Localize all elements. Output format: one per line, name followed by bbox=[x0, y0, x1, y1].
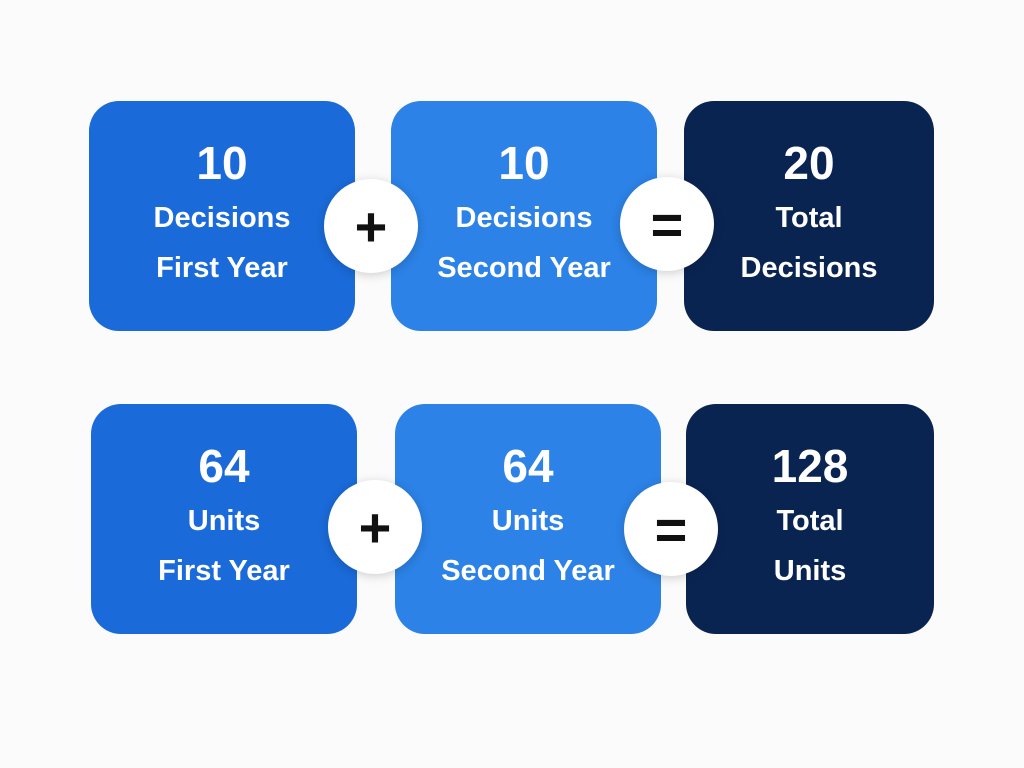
card-value: 10 bbox=[196, 137, 248, 189]
first-year-units-card: 64 Units First Year bbox=[91, 404, 357, 634]
card-label-line2: First Year bbox=[158, 555, 290, 587]
second-year-decisions-card: 10 Decisions Second Year bbox=[391, 101, 657, 331]
card-value: 64 bbox=[198, 440, 250, 492]
card-label-line2: Second Year bbox=[437, 252, 611, 284]
equals-operator: = bbox=[620, 177, 714, 271]
card-label-line2: Decisions bbox=[740, 252, 878, 284]
card-label-line2: First Year bbox=[156, 252, 288, 284]
card-value: 20 bbox=[783, 137, 835, 189]
second-year-units-card: 64 Units Second Year bbox=[395, 404, 661, 634]
plus-operator: + bbox=[328, 480, 422, 574]
total-decisions-card: 20 Total Decisions bbox=[684, 101, 934, 331]
card-value: 128 bbox=[771, 440, 849, 492]
card-value: 64 bbox=[502, 440, 554, 492]
card-label-line1: Units bbox=[491, 505, 565, 537]
card-label-line1: Total bbox=[776, 505, 844, 537]
card-label-line1: Decisions bbox=[153, 202, 291, 234]
decisions-equation-row: 10 Decisions First Year + 10 Decisions S… bbox=[0, 101, 1024, 333]
card-label-line2: Units bbox=[773, 555, 847, 587]
equals-operator: = bbox=[624, 482, 718, 576]
card-label-line1: Total bbox=[775, 202, 843, 234]
card-value: 10 bbox=[498, 137, 550, 189]
card-label-line1: Decisions bbox=[455, 202, 593, 234]
plus-operator: + bbox=[324, 179, 418, 273]
first-year-decisions-card: 10 Decisions First Year bbox=[89, 101, 355, 331]
total-units-card: 128 Total Units bbox=[686, 404, 934, 634]
card-label-line2: Second Year bbox=[441, 555, 615, 587]
units-equation-row: 64 Units First Year + 64 Units Second Ye… bbox=[0, 404, 1024, 636]
card-label-line1: Units bbox=[187, 505, 261, 537]
